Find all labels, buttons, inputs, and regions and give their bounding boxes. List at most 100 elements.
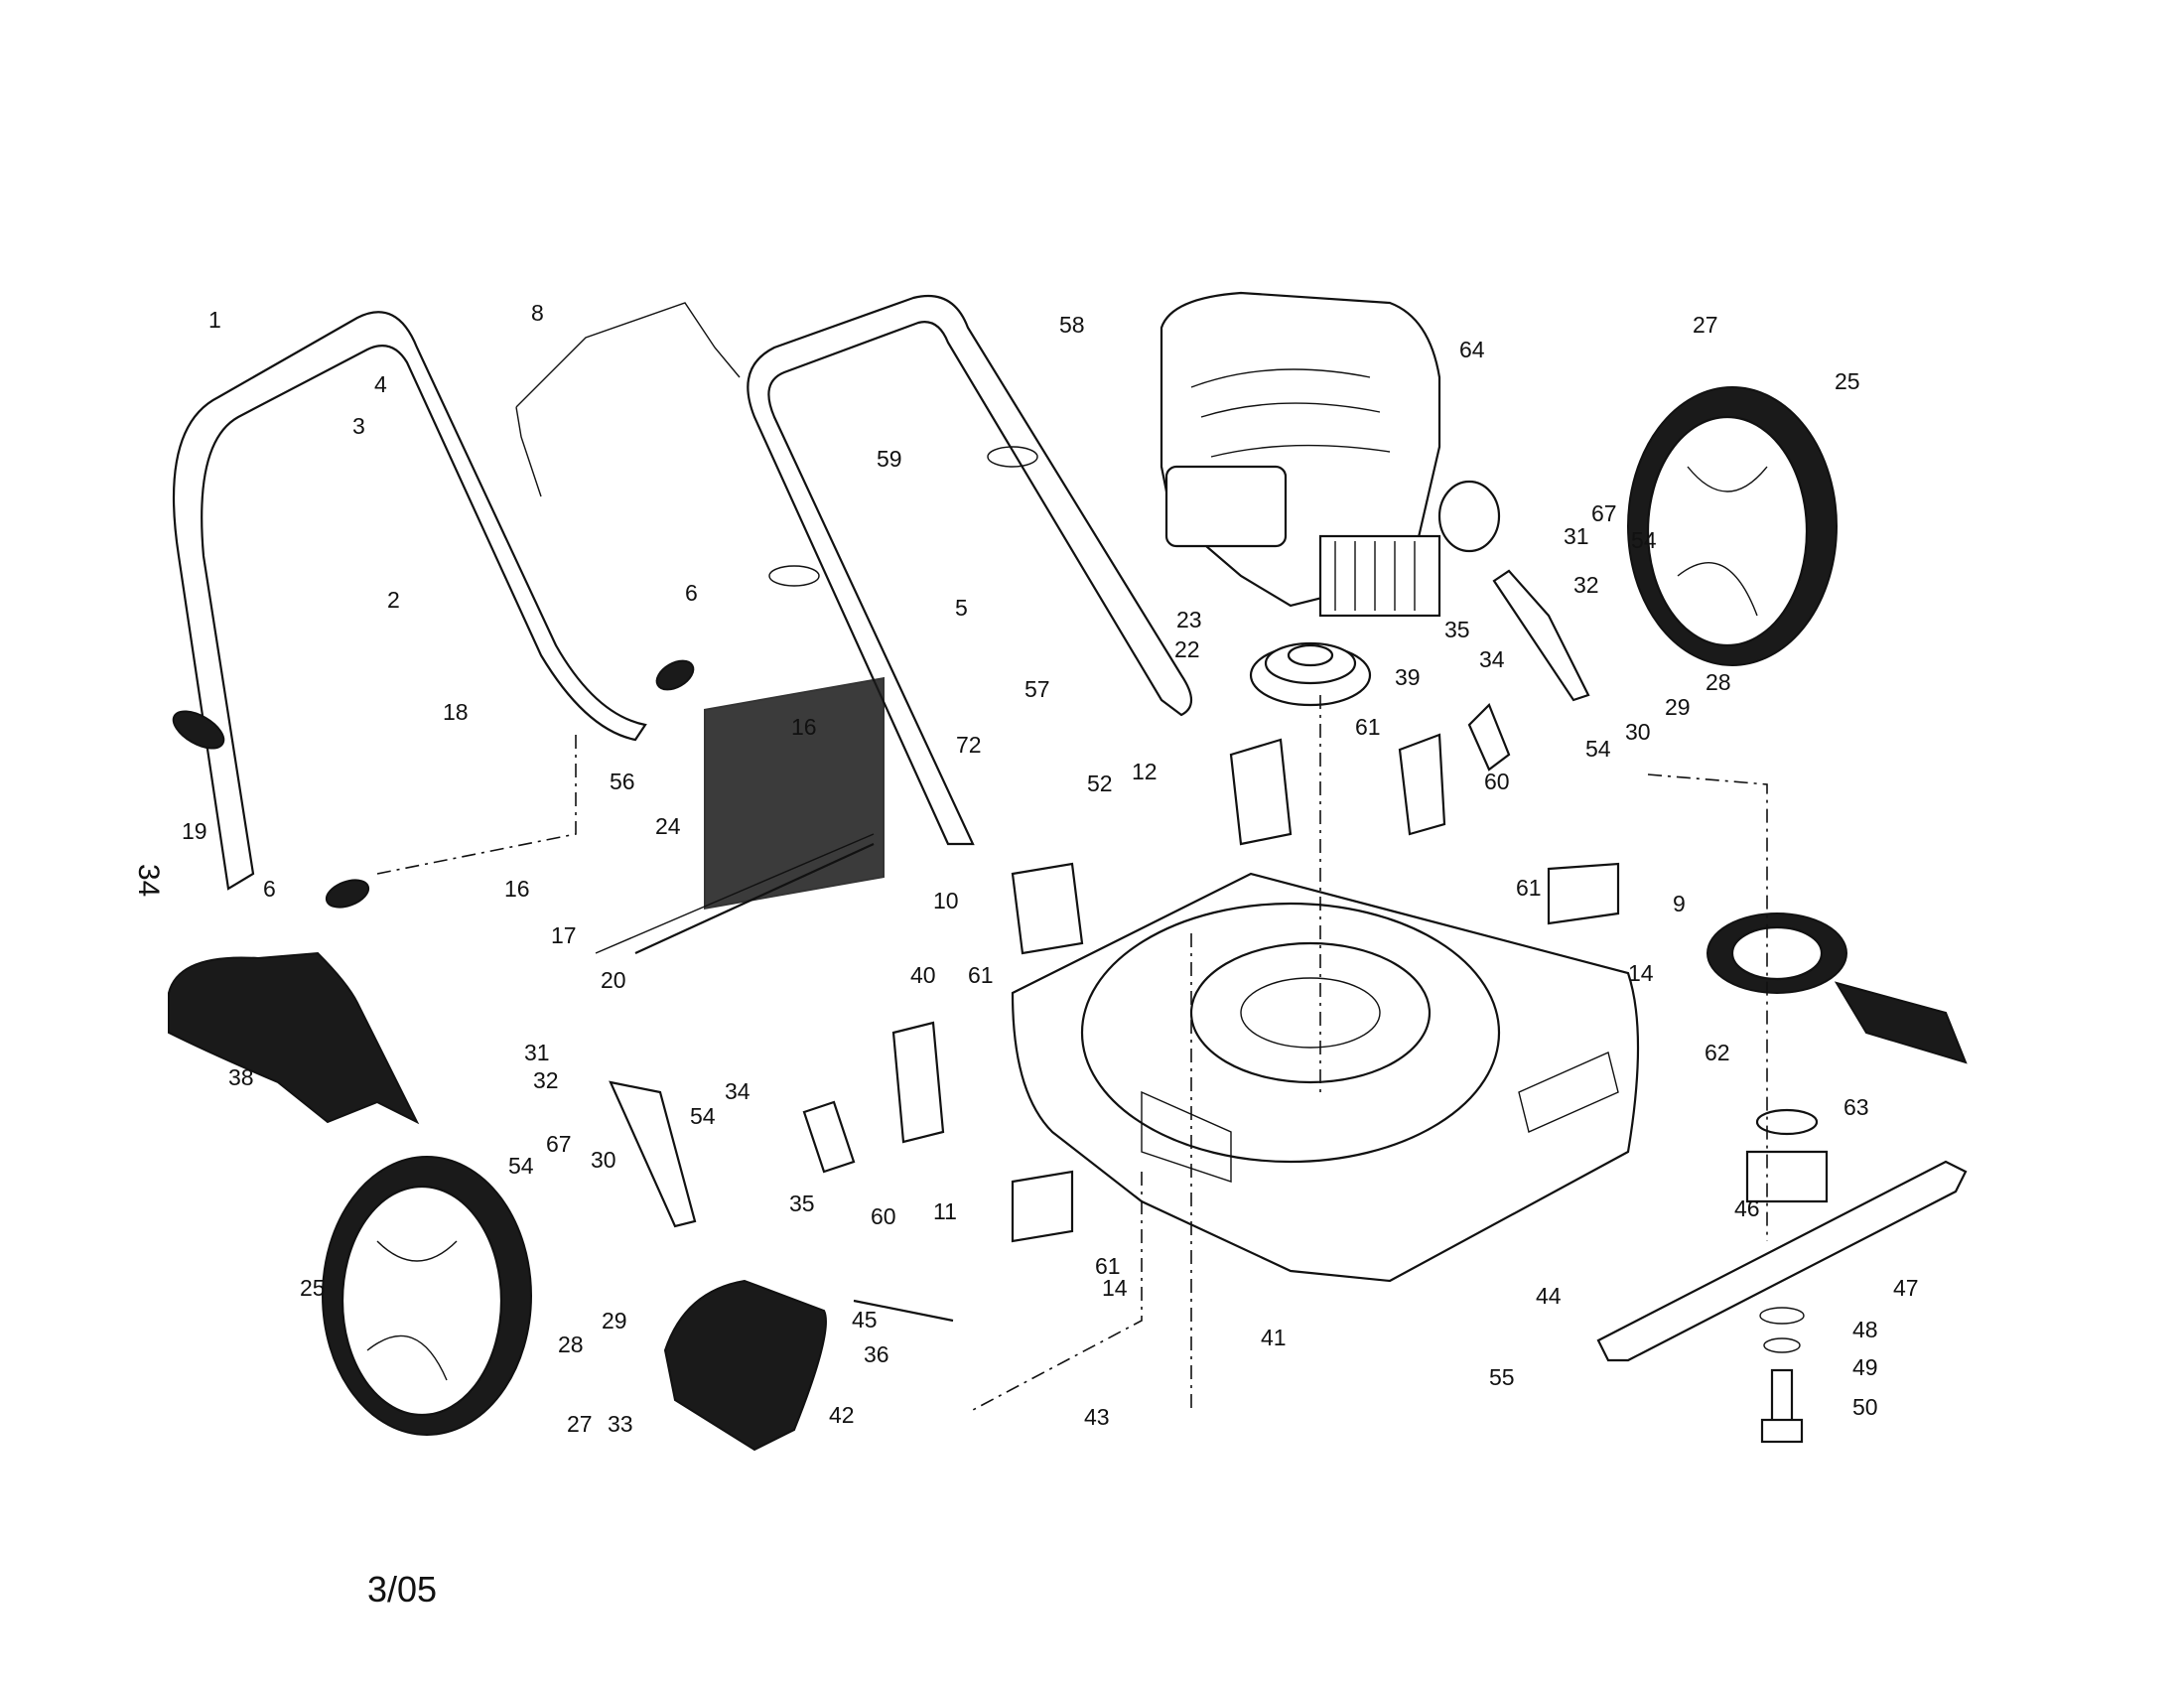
handle-knob-left: [172, 659, 695, 909]
callout-46: 46: [1734, 1195, 1760, 1221]
callout-1: 1: [208, 307, 221, 333]
axle-brackets: [1011, 738, 1620, 1243]
callout-27b: 27: [567, 1411, 593, 1437]
callout-32a: 32: [1573, 572, 1599, 598]
callout-54c: 54: [508, 1153, 534, 1179]
callout-60a: 60: [1484, 769, 1510, 794]
rear-axle: [634, 843, 954, 1323]
date-code: 3/05: [367, 1569, 437, 1610]
blade-adapter-ring: [1706, 912, 1968, 1064]
callout-36: 36: [864, 1341, 889, 1367]
callout-31a: 31: [1564, 523, 1589, 549]
callout-40: 40: [910, 962, 936, 988]
callout-2: 2: [387, 587, 400, 613]
callout-16a: 16: [791, 714, 817, 740]
wheel-front-left: [322, 1156, 532, 1436]
callout-14b: 14: [1102, 1275, 1128, 1301]
callout-54b: 54: [1585, 736, 1611, 762]
callout-6b: 6: [263, 876, 276, 902]
callout-29b: 29: [602, 1308, 627, 1333]
page-number: 34: [132, 864, 165, 897]
callout-34b: 34: [725, 1078, 751, 1104]
callout-33: 33: [608, 1411, 633, 1437]
callout-28b: 28: [558, 1332, 584, 1357]
callout-11: 11: [933, 1198, 957, 1224]
callout-25b: 25: [300, 1275, 326, 1301]
callout-42: 42: [829, 1402, 855, 1428]
callout-4: 4: [374, 371, 387, 397]
callout-54d: 54: [690, 1103, 716, 1129]
wheel-rear-right: [1627, 386, 1838, 666]
callout-38: 38: [228, 1064, 254, 1090]
callout-12: 12: [1132, 759, 1158, 784]
callout-14a: 14: [1628, 960, 1654, 986]
callout-57: 57: [1024, 676, 1050, 702]
callout-43: 43: [1084, 1404, 1110, 1430]
blade: [1596, 1160, 1968, 1362]
side-discharge-chute: [663, 1279, 827, 1452]
callout-63: 63: [1843, 1094, 1869, 1120]
engine: [1160, 291, 1501, 618]
grass-deflector: [168, 951, 420, 1125]
callout-30a: 30: [1625, 719, 1651, 745]
callout-49: 49: [1852, 1354, 1878, 1380]
callout-32b: 32: [533, 1067, 559, 1093]
callout-50: 50: [1852, 1394, 1878, 1420]
callout-55: 55: [1489, 1364, 1515, 1390]
callout-61b: 61: [1516, 875, 1542, 901]
callout-3: 3: [352, 413, 365, 439]
callout-48: 48: [1852, 1317, 1878, 1342]
callout-61d: 61: [1095, 1253, 1121, 1279]
callout-9: 9: [1673, 891, 1686, 916]
callout-61a: 61: [1355, 714, 1381, 740]
leader-lines: [376, 695, 1768, 1411]
callout-60b: 60: [871, 1203, 896, 1229]
callout-56: 56: [610, 769, 635, 794]
callout-34a: 34: [1479, 646, 1505, 672]
callout-35b: 35: [789, 1191, 815, 1216]
callout-6a: 6: [685, 580, 698, 606]
callout-58: 58: [1059, 312, 1085, 338]
pulley: [1249, 641, 1372, 707]
callout-22: 22: [1174, 636, 1200, 662]
callout-19: 19: [182, 818, 207, 844]
callout-8: 8: [531, 300, 544, 326]
callout-23: 23: [1176, 607, 1202, 632]
callout-47: 47: [1893, 1275, 1919, 1301]
callout-61c: 61: [968, 962, 994, 988]
callout-52: 52: [1087, 771, 1113, 796]
callout-5: 5: [955, 595, 968, 621]
height-adjuster-right: [1398, 569, 1590, 836]
lower-handle: [173, 311, 647, 891]
callout-labels: 1 2 3 4 5 6 6 8 9 10 11 12 14 14 16 16 1…: [182, 300, 1919, 1437]
callout-41: 41: [1261, 1325, 1287, 1350]
mower-deck: [1011, 872, 1640, 1283]
callout-28a: 28: [1706, 669, 1731, 695]
callout-45: 45: [852, 1307, 878, 1333]
callout-30b: 30: [591, 1147, 616, 1173]
rear-door: [595, 676, 885, 954]
bail-wire: [515, 302, 741, 497]
callout-59: 59: [877, 446, 902, 472]
callout-18: 18: [443, 699, 469, 725]
callout-27a: 27: [1693, 312, 1718, 338]
callout-35a: 35: [1444, 617, 1470, 642]
blade-bolt: [1759, 1307, 1805, 1444]
callout-24: 24: [655, 813, 681, 839]
upper-handle: [747, 294, 1193, 846]
callout-62: 62: [1705, 1040, 1730, 1065]
callout-44: 44: [1536, 1283, 1562, 1309]
callout-64: 64: [1459, 337, 1485, 362]
height-adjuster-left: [609, 1021, 945, 1228]
callout-25a: 25: [1835, 368, 1860, 394]
callout-54a: 54: [1631, 527, 1657, 553]
callout-39: 39: [1395, 664, 1421, 690]
callout-16b: 16: [504, 876, 530, 902]
callout-10: 10: [933, 888, 959, 913]
callout-67a: 67: [1591, 500, 1617, 526]
callout-29a: 29: [1665, 694, 1691, 720]
blade-adapter: [1745, 1108, 1829, 1203]
callout-72: 72: [956, 732, 982, 758]
callout-31b: 31: [524, 1040, 550, 1065]
